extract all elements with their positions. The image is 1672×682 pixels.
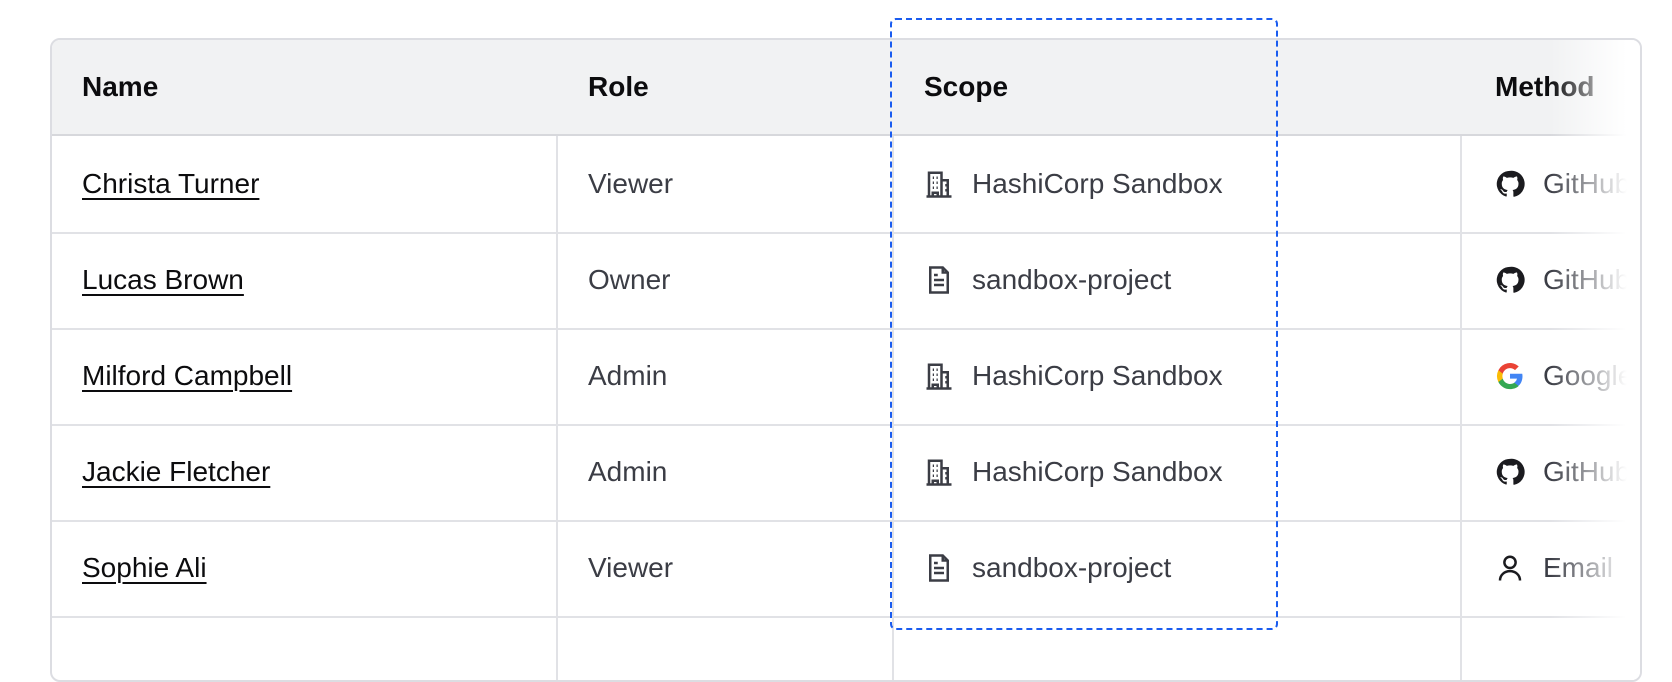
building-icon [924,169,954,199]
table-row [52,616,1640,680]
role-cell: Admin [588,456,668,487]
column-divider [556,40,558,680]
method-cell: Email [1495,520,1640,616]
scope-cell: sandbox-project [924,232,1284,328]
file-icon [924,265,954,295]
role-cell: Admin [588,360,668,391]
column-header-scope[interactable]: Scope [924,71,1009,102]
user-name-link[interactable]: Jackie Fletcher [82,456,271,487]
method-cell: GitHub [1495,232,1640,328]
user-name-link[interactable]: Lucas Brown [82,264,244,295]
scope-label: sandbox-project [972,264,1172,295]
scope-cell: HashiCorp Sandbox [924,328,1284,424]
method-label: Google [1543,360,1634,391]
table-row: Sophie Ali Viewer sandbox-project Email [52,520,1640,618]
users-table: Name Role Scope Method Christa Turner Vi… [50,38,1642,682]
table-header: Name Role Scope Method [52,40,1640,136]
method-label: GitHub [1543,264,1631,295]
table-row: Milford Campbell Admin HashiCorp Sandbox… [52,328,1640,426]
scope-cell: sandbox-project [924,520,1284,616]
github-icon [1495,457,1525,487]
role-cell: Viewer [588,552,674,583]
user-name-link[interactable]: Sophie Ali [82,552,207,583]
scope-cell: HashiCorp Sandbox [924,424,1284,520]
method-label: Email [1543,552,1614,583]
scope-label: HashiCorp Sandbox [972,168,1223,199]
method-label: GitHub [1543,168,1631,199]
table-row: Christa Turner Viewer HashiCorp Sandbox … [52,136,1640,234]
column-divider [892,40,894,680]
method-cell: GitHub [1495,424,1640,520]
user-name-link[interactable]: Christa Turner [82,168,260,199]
user-icon [1495,553,1525,583]
google-icon [1495,361,1525,391]
table-row: Lucas Brown Owner sandbox-project GitHub [52,232,1640,330]
method-cell: Google [1495,328,1640,424]
method-label: GitHub [1543,456,1631,487]
role-cell: Viewer [588,168,674,199]
building-icon [924,457,954,487]
user-name-link[interactable]: Milford Campbell [82,360,293,391]
table-row: Jackie Fletcher Admin HashiCorp Sandbox … [52,424,1640,522]
role-cell: Owner [588,264,671,295]
method-cell: GitHub [1495,136,1640,232]
column-divider [1460,40,1462,680]
scope-label: HashiCorp Sandbox [972,456,1223,487]
column-header-method[interactable]: Method [1495,71,1595,102]
scope-label: HashiCorp Sandbox [972,360,1223,391]
scope-cell: HashiCorp Sandbox [924,136,1284,232]
file-icon [924,553,954,583]
github-icon [1495,169,1525,199]
building-icon [924,361,954,391]
column-header-name[interactable]: Name [82,71,159,102]
scope-label: sandbox-project [972,552,1172,583]
column-header-role[interactable]: Role [588,71,649,102]
github-icon [1495,265,1525,295]
